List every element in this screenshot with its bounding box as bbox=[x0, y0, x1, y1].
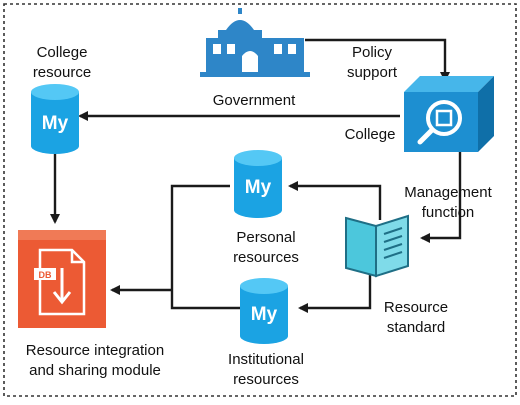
government-building-icon bbox=[200, 8, 310, 77]
db-text: My bbox=[251, 304, 278, 325]
db-text: My bbox=[42, 113, 69, 134]
personal-resources-label-1: Personal bbox=[236, 229, 295, 246]
mysql-database-icon: My bbox=[31, 84, 79, 154]
line-personal-loop bbox=[170, 184, 230, 290]
arrow-management-function bbox=[420, 150, 462, 243]
arrow-policy-support bbox=[305, 38, 450, 82]
college-resource-label-2: resource bbox=[33, 64, 91, 81]
personal-resources-label-2: resources bbox=[233, 249, 299, 266]
open-book-icon bbox=[345, 214, 409, 278]
college-label: College bbox=[345, 126, 396, 143]
resource-standard-label-2: standard bbox=[387, 319, 445, 336]
module-label-1: Resource integration bbox=[26, 342, 164, 359]
resource-standard-label-1: Resource bbox=[384, 299, 448, 316]
college-resource-label-1: College bbox=[37, 44, 88, 61]
module-label-2: and sharing module bbox=[29, 362, 161, 379]
magnifier-cube-icon bbox=[404, 76, 494, 152]
policy-support-label-1: Policy bbox=[352, 44, 393, 61]
management-function-label-2: function bbox=[422, 204, 475, 221]
institutional-resources-label-2: resources bbox=[233, 371, 299, 388]
mysql-database-icon: My bbox=[234, 150, 282, 218]
connectors bbox=[50, 38, 462, 313]
line-institutional-loop bbox=[170, 290, 240, 310]
document-download-icon: DB bbox=[18, 230, 106, 328]
management-function-label-1: Management bbox=[404, 184, 492, 201]
policy-support-label-2: support bbox=[347, 64, 398, 81]
institutional-resources-label-1: Institutional bbox=[228, 351, 304, 368]
mysql-database-icon: My bbox=[240, 278, 288, 344]
government-label: Government bbox=[213, 92, 296, 109]
db-text: My bbox=[245, 177, 272, 198]
dotted-border bbox=[3, 3, 517, 397]
arrow-to-personal bbox=[288, 181, 382, 220]
doc-text: DB bbox=[39, 270, 52, 280]
arrow-to-institutional bbox=[298, 270, 372, 313]
